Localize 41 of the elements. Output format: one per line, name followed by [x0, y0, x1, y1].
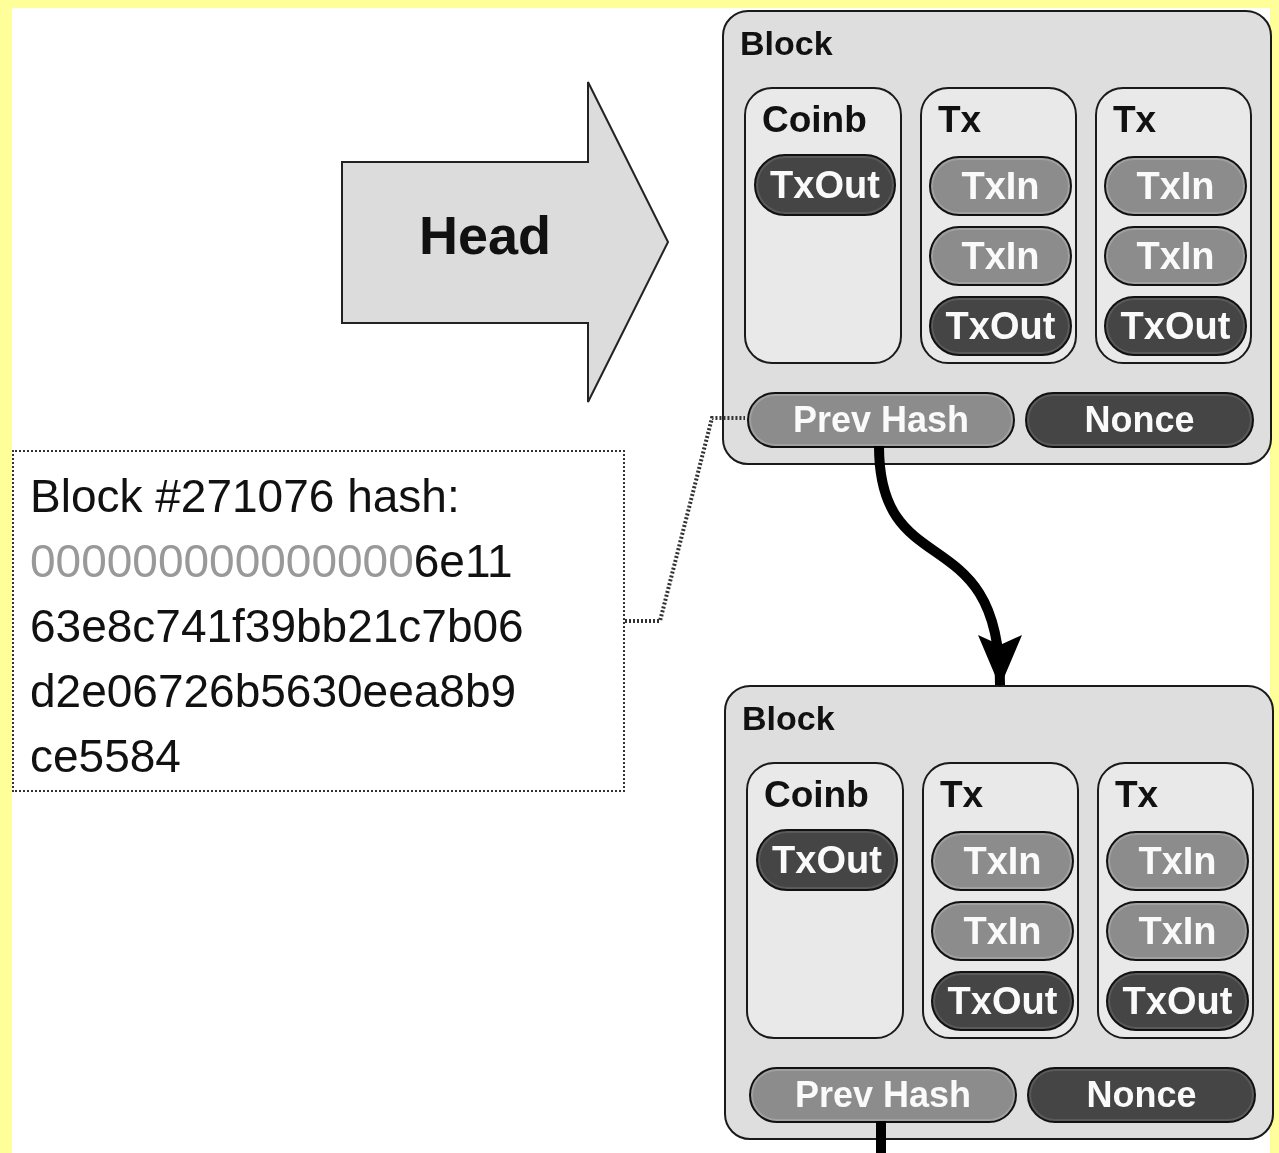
transaction-container: [1095, 87, 1252, 364]
field-pill: Nonce: [1027, 1067, 1256, 1123]
container-title: Tx: [940, 774, 984, 816]
transaction-container: [746, 762, 904, 1039]
field-pill: TxIn: [929, 156, 1072, 216]
field-pill: TxIn: [931, 901, 1074, 961]
field-pill: Prev Hash: [749, 1067, 1017, 1123]
field-pill: TxOut: [931, 971, 1074, 1031]
container-title: Coinb: [764, 774, 869, 816]
block-container: [722, 10, 1272, 465]
field-pill: TxIn: [931, 831, 1074, 891]
transaction-container: [744, 87, 902, 364]
field-pill: TxIn: [1104, 156, 1247, 216]
field-pill: TxOut: [756, 829, 898, 891]
container-title: Tx: [938, 99, 982, 141]
note-heading: Block #271076 hash:: [30, 469, 461, 524]
field-pill: TxOut: [754, 154, 896, 216]
container-title: Tx: [1113, 99, 1157, 141]
hash-note-box: [12, 450, 625, 792]
field-pill: Nonce: [1025, 392, 1254, 448]
leader-line: [625, 416, 745, 623]
field-pill: TxOut: [929, 296, 1072, 356]
arrow: [874, 445, 1019, 687]
block-container: [724, 685, 1274, 1140]
transaction-container: [920, 87, 1077, 364]
container-title: Block: [740, 24, 833, 63]
field-pill: TxIn: [1106, 901, 1249, 961]
transaction-container: [1097, 762, 1254, 1039]
container-title: Tx: [1115, 774, 1159, 816]
arrow-label: Head: [417, 208, 552, 262]
hash-value: 0000000000000006e11 63e8c741f39bb21c7b06 d2e06726b5630eea8b9 ce5584: [30, 534, 525, 784]
field-pill: TxOut: [1104, 296, 1247, 356]
field-pill: TxOut: [1106, 971, 1249, 1031]
container-title: Coinb: [762, 99, 867, 141]
container-title: Block: [742, 699, 835, 738]
field-pill: Prev Hash: [747, 392, 1015, 448]
field-pill: TxIn: [1104, 226, 1247, 286]
transaction-container: [922, 762, 1079, 1039]
block-arrow: [340, 80, 670, 404]
field-pill: TxIn: [929, 226, 1072, 286]
field-pill: TxIn: [1106, 831, 1249, 891]
